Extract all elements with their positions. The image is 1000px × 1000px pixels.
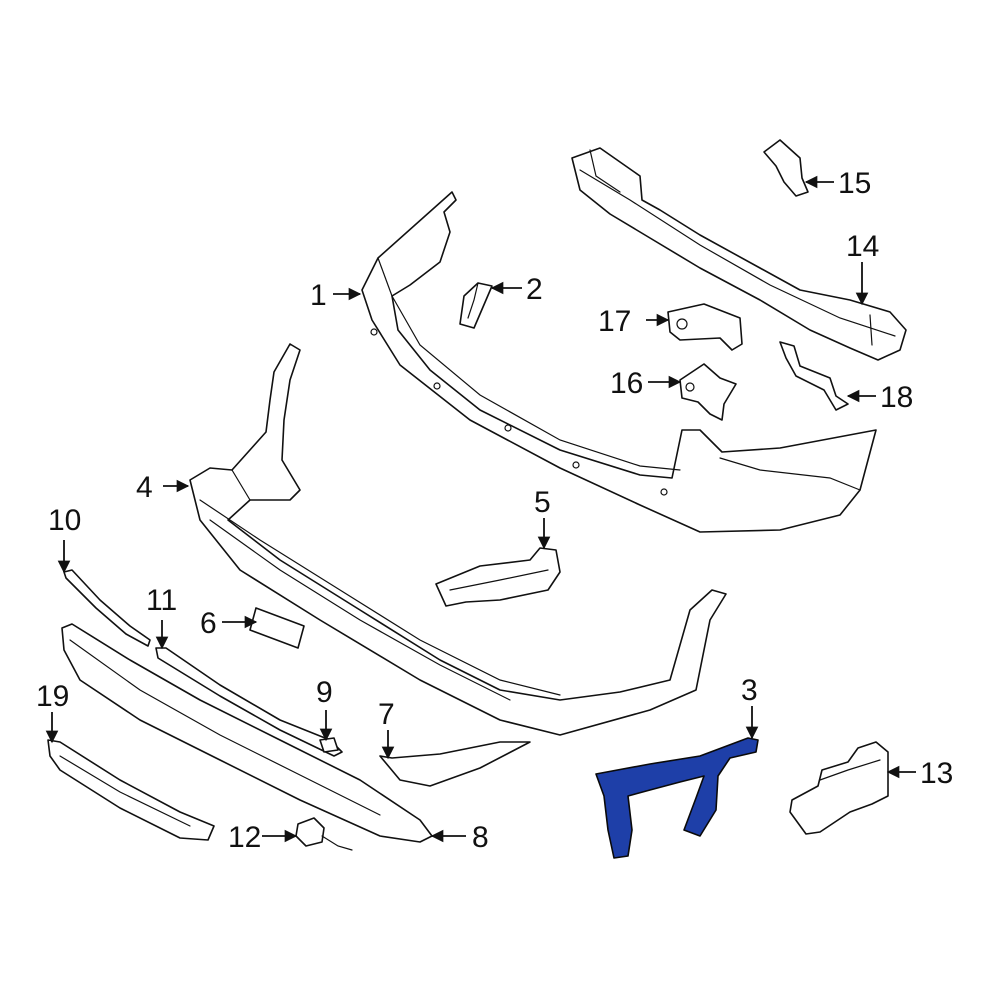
callout-18: 18	[880, 381, 913, 414]
part-3-highlighted-bracket	[595, 737, 759, 859]
callout-5: 5	[534, 486, 551, 519]
part-5-bracket	[435, 547, 561, 607]
callout-12: 12	[228, 821, 261, 854]
part-12-sensor	[295, 817, 353, 851]
part-14-impact-bar	[571, 147, 907, 361]
part-9-connector	[319, 737, 339, 753]
callout-1: 1	[310, 279, 327, 312]
callout-3: 3	[741, 674, 758, 707]
part-6-plate	[249, 607, 305, 649]
callout-16: 16	[610, 367, 643, 400]
callout-4: 4	[136, 471, 153, 504]
callout-15: 15	[838, 167, 871, 200]
part-16-bracket	[679, 363, 737, 421]
part-7-reflector-trim	[379, 741, 531, 787]
part-13-side-bracket	[789, 741, 889, 835]
callout-19: 19	[36, 680, 69, 713]
callout-14: 14	[846, 230, 879, 263]
part-1-bumper-cover	[361, 191, 877, 533]
part-2-bracket	[459, 282, 493, 329]
part-18-bracket	[779, 341, 849, 411]
part-17-bracket	[667, 303, 743, 351]
part-8-diffuser	[61, 623, 433, 843]
callout-17: 17	[598, 305, 631, 338]
part-11-strip	[155, 647, 343, 757]
callout-7: 7	[378, 698, 395, 731]
leader-lines	[45, 175, 916, 843]
callout-10: 10	[48, 504, 81, 537]
callout-labels: 1 2 3 4 5 6 7 8 9 10 11 12 13 14 15 16 1…	[36, 167, 953, 854]
callout-11: 11	[146, 584, 177, 617]
callout-2: 2	[526, 273, 543, 306]
part-15-bracket	[763, 139, 809, 197]
callout-8: 8	[472, 821, 489, 854]
callout-13: 13	[920, 757, 953, 790]
part-10-trim	[63, 569, 151, 647]
callout-6: 6	[200, 607, 217, 640]
part-4-lower-cover	[189, 343, 727, 736]
part-19-skid-trim	[47, 739, 215, 841]
callout-9: 9	[316, 676, 333, 709]
